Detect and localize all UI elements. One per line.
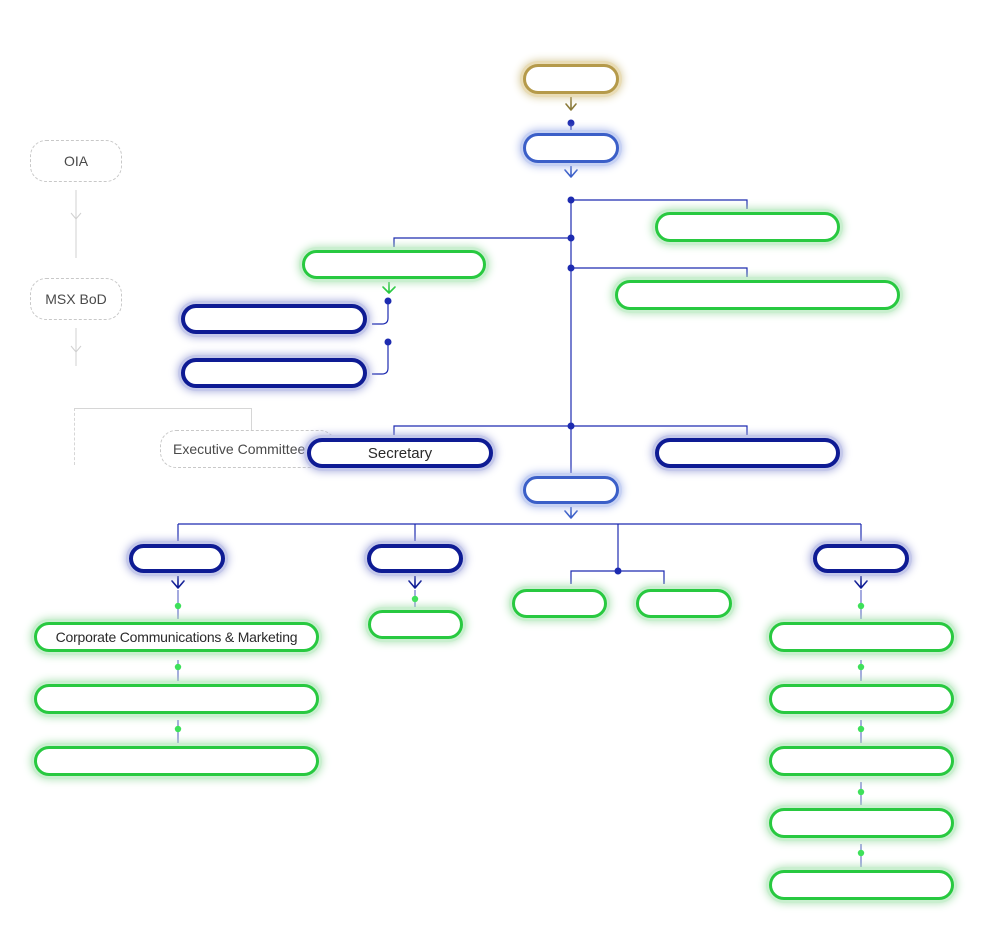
division-3-child-node-1[interactable] <box>769 622 954 652</box>
division-1-child-node-3[interactable] <box>34 746 319 776</box>
division-3-child-node-4[interactable] <box>769 808 954 838</box>
top-node[interactable] <box>523 64 619 94</box>
secretary-node[interactable]: Secretary <box>307 438 493 468</box>
oia-ghost-node[interactable]: OIA <box>30 140 122 182</box>
ceo-node[interactable] <box>523 476 619 504</box>
committee-node-right-1[interactable] <box>655 212 840 242</box>
ghost-arrow-1 <box>70 190 82 258</box>
secretary-label: Secretary <box>367 444 433 462</box>
division-node-2[interactable] <box>367 544 463 573</box>
division-2-child-node[interactable] <box>368 610 463 639</box>
oia-label: OIA <box>63 153 89 169</box>
division-1-child-node-2[interactable] <box>34 684 319 714</box>
mid-unit-node-1[interactable] <box>512 589 607 618</box>
left-unit-node-2[interactable] <box>181 358 367 388</box>
executive-committee-label: Executive Committee <box>173 441 306 457</box>
division-3-child-node-3[interactable] <box>769 746 954 776</box>
board-node[interactable] <box>523 133 619 163</box>
msx-bod-label: MSX BoD <box>45 291 107 307</box>
left-unit-node-1[interactable] <box>181 304 367 334</box>
mid-unit-node-2[interactable] <box>636 589 732 618</box>
ghost-arrow-2 <box>70 328 82 366</box>
division-node-1[interactable] <box>129 544 225 573</box>
corporate-communications-label: Corporate Communications & Marketing <box>55 629 298 645</box>
committee-node-right-2[interactable] <box>615 280 900 310</box>
division-3-child-node-2[interactable] <box>769 684 954 714</box>
corporate-communications-node[interactable]: Corporate Communications & Marketing <box>34 622 319 652</box>
division-node-3[interactable] <box>813 544 909 573</box>
committee-node-left[interactable] <box>302 250 486 279</box>
right-unit-node-mid[interactable] <box>655 438 840 468</box>
msx-bod-ghost-node[interactable]: MSX BoD <box>30 278 122 320</box>
division-3-child-node-5[interactable] <box>769 870 954 900</box>
